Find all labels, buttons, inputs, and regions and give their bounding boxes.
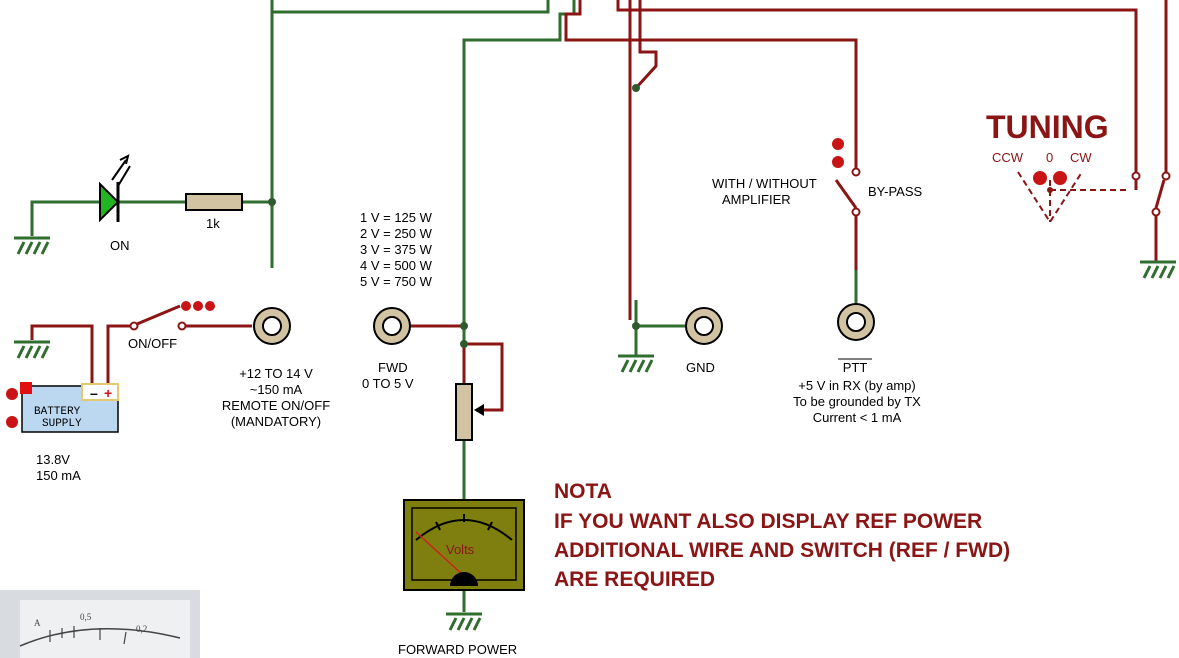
battery-icon: – + (6, 382, 119, 433)
battery-label-1: BATTERY (34, 406, 81, 418)
ptt-title: PTT (843, 360, 868, 375)
tuning-knob-icon[interactable] (1017, 171, 1130, 224)
resistor-icon (185, 193, 243, 211)
jack-remote-icon[interactable] (253, 307, 291, 345)
scale-4v: 4 V = 500 W (360, 258, 433, 273)
ptt-line-3: Current < 1 mA (813, 410, 902, 425)
battery-voltage: 13.8V (36, 452, 70, 467)
forward-power-label: FORWARD POWER (398, 642, 517, 657)
tuning-title: TUNING (986, 109, 1109, 145)
bypass-label: BY-PASS (868, 184, 923, 199)
remote-labels: +12 TO 14 V ~150 mA REMOTE ON/OFF (MANDA… (222, 366, 330, 429)
resistor-label: 1k (206, 216, 220, 231)
meter-unit: Volts (446, 542, 475, 557)
scale-5v: 5 V = 750 W (360, 274, 433, 289)
jack-fwd-icon[interactable] (373, 307, 411, 345)
meter-photo: A 0,5 0,2 (0, 590, 200, 658)
remote-line-3: REMOTE ON/OFF (222, 398, 330, 413)
gnd-label: GND (686, 360, 715, 375)
scale-3v: 3 V = 375 W (360, 242, 433, 257)
switch-on-off-icon[interactable] (129, 301, 216, 331)
tuning-switch-icon (1131, 171, 1171, 217)
power-scale: 1 V = 125 W 2 V = 250 W 3 V = 375 W 4 V … (360, 210, 433, 289)
volt-meter-icon (403, 499, 525, 591)
switch-label: ON/OFF (128, 336, 177, 351)
with-without-label: WITH / WITHOUT (712, 176, 817, 191)
potentiometer-icon (455, 383, 484, 441)
wires (30, 0, 1168, 612)
ptt-line-1: +5 V in RX (by amp) (798, 378, 915, 393)
scale-2v: 2 V = 250 W (360, 226, 433, 241)
nota-line-1: IF YOU WANT ALSO DISPLAY REF POWER (554, 510, 982, 533)
battery-label-2: SUPPLY (42, 418, 82, 430)
ground-symbols (14, 236, 1176, 631)
svg-text:–: – (90, 385, 98, 401)
bypass-switch-icon[interactable] (832, 138, 861, 217)
ccw-label: CCW (992, 150, 1024, 165)
svg-text:+: + (104, 385, 112, 401)
remote-line-1: +12 TO 14 V (239, 366, 313, 381)
nota-line-2: ADDITIONAL WIRE AND SWITCH (REF / FWD) (554, 539, 1010, 562)
battery-current: 150 mA (36, 468, 81, 483)
remote-line-2: ~150 mA (250, 382, 303, 397)
photo-tick-02: 0,2 (136, 624, 147, 634)
led-label: ON (110, 238, 130, 253)
zero-label: 0 (1046, 150, 1053, 165)
amplifier-label: AMPLIFIER (722, 192, 791, 207)
junction-dots (268, 84, 640, 348)
nota-title: NOTA (554, 480, 612, 503)
nota-block: NOTA IF YOU WANT ALSO DISPLAY REF POWER … (554, 480, 1010, 591)
photo-tick-a: A (34, 618, 41, 628)
jack-ptt-icon[interactable] (837, 303, 875, 341)
ptt-line-2: To be grounded by TX (793, 394, 921, 409)
ptt-labels: PTT +5 V in RX (by amp) To be grounded b… (793, 358, 921, 425)
fwd-range: 0 TO 5 V (362, 376, 414, 391)
remote-line-4: (MANDATORY) (231, 414, 321, 429)
jack-gnd-icon[interactable] (685, 307, 723, 345)
photo-tick-05: 0,5 (80, 612, 92, 622)
led-icon (99, 154, 131, 223)
cw-label: CW (1070, 150, 1092, 165)
nota-line-3: ARE REQUIRED (554, 568, 715, 591)
scale-1v: 1 V = 125 W (360, 210, 433, 225)
fwd-label: FWD (378, 360, 408, 375)
